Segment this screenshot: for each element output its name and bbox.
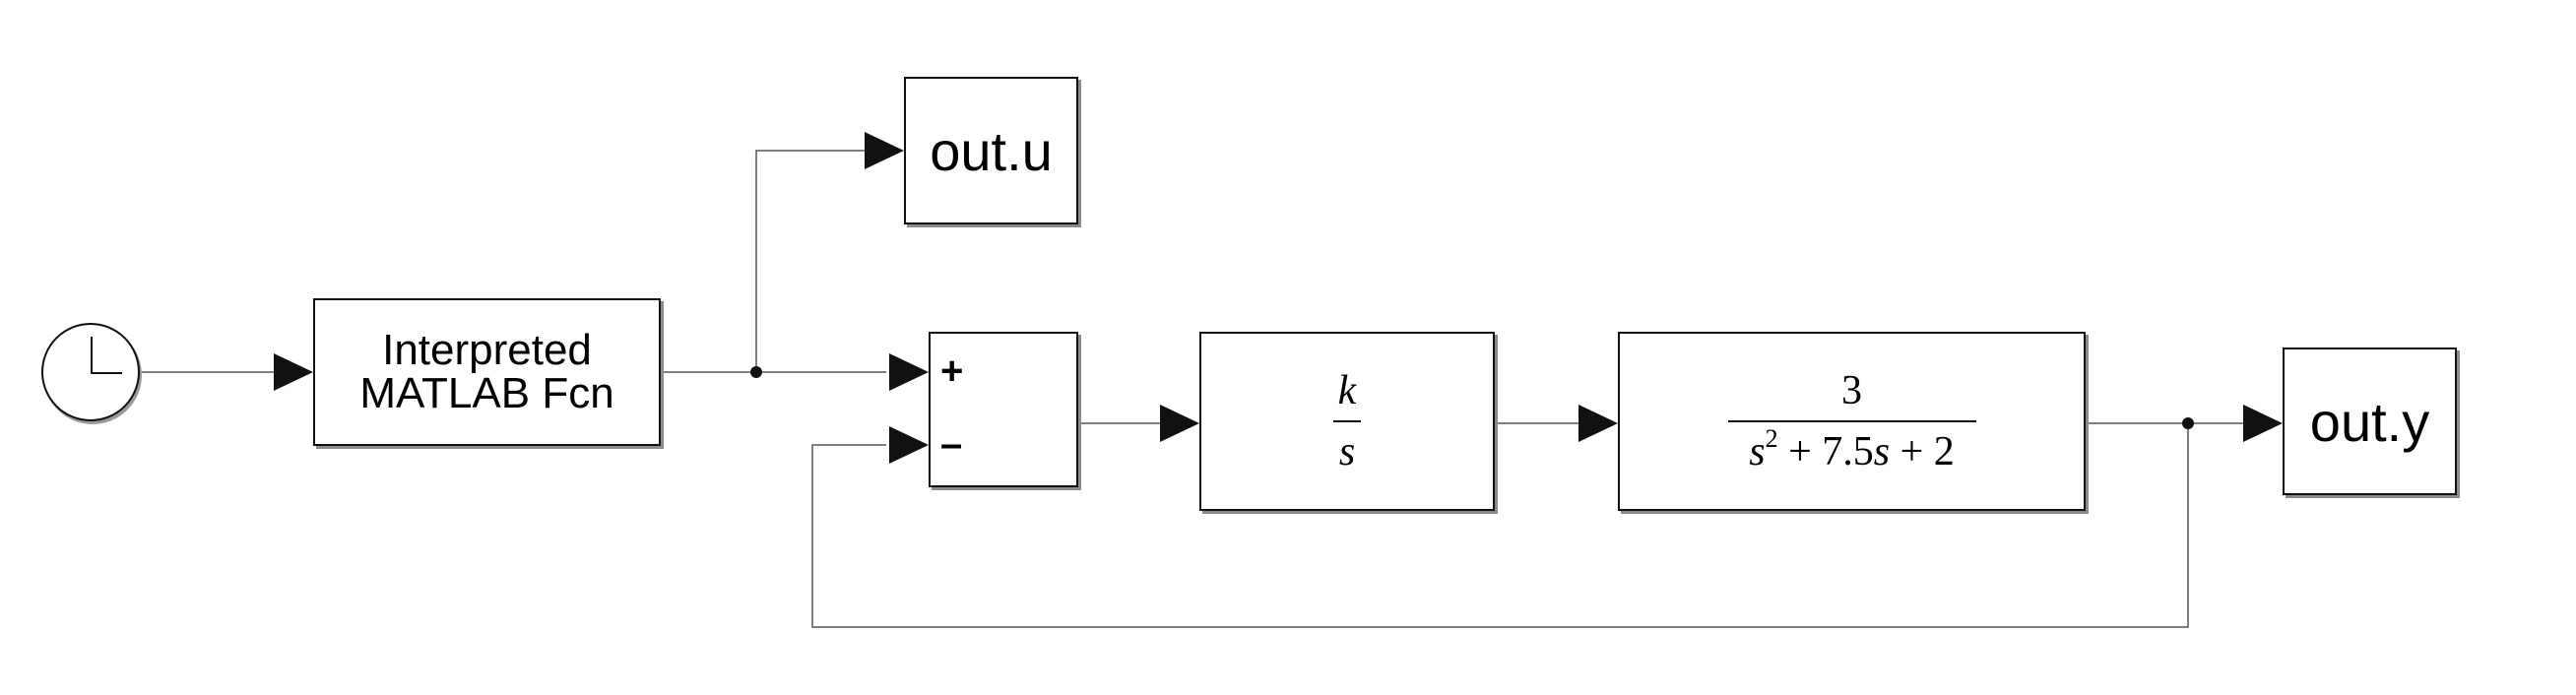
- arrowhead-integrator-in: [1160, 405, 1199, 442]
- arrowhead-sum-minus-in: [889, 426, 929, 464]
- sum-minus-sign: –: [940, 422, 963, 466]
- sum-block[interactable]: + –: [929, 332, 1078, 487]
- integrator-block[interactable]: k s: [1199, 332, 1495, 511]
- fraction-bar: [1333, 420, 1361, 422]
- wire-feedback[interactable]: [811, 423, 2189, 628]
- tf-denominator: s2 + 7.5s + 2: [1749, 424, 1955, 475]
- arrowhead-outy-in: [2243, 405, 2283, 442]
- integrator-expression: k s: [1201, 334, 1493, 509]
- transfer-fcn-expression: 3 s2 + 7.5s + 2: [1620, 334, 2084, 509]
- clock-block[interactable]: [41, 323, 140, 421]
- tf-numerator: 3: [1841, 368, 1862, 413]
- fcn-block-label: Interpreted MATLAB Fcn: [315, 300, 659, 444]
- clock-hand-icon: [91, 337, 93, 374]
- integrator-denominator: s: [1338, 429, 1356, 474]
- branch-point-u: [750, 366, 762, 378]
- sum-plus-sign: +: [940, 349, 964, 393]
- arrowhead-tf-in: [1578, 405, 1618, 442]
- wire-branch-to-outu[interactable]: [755, 150, 867, 372]
- fcn-label-line2: MATLAB Fcn: [359, 369, 614, 417]
- integrator-numerator: k: [1337, 368, 1357, 413]
- out-u-block[interactable]: out.u: [904, 77, 1078, 224]
- fraction-bar: [1727, 420, 1976, 422]
- branch-point-y: [2182, 417, 2194, 429]
- clock-hand-icon: [91, 372, 122, 374]
- out-y-label: out.y: [2309, 390, 2430, 453]
- fcn-label-line1: Interpreted: [382, 326, 592, 374]
- arrowhead-sum-plus-in: [889, 353, 929, 391]
- out-u-label: out.u: [930, 119, 1053, 182]
- arrowhead-outu-in: [865, 132, 904, 169]
- interpreted-matlab-fcn-block[interactable]: Interpreted MATLAB Fcn: [313, 298, 661, 446]
- arrowhead-fcn-in: [274, 353, 313, 391]
- transfer-fcn-block[interactable]: 3 s2 + 7.5s + 2: [1618, 332, 2086, 511]
- out-y-block[interactable]: out.y: [2283, 348, 2457, 495]
